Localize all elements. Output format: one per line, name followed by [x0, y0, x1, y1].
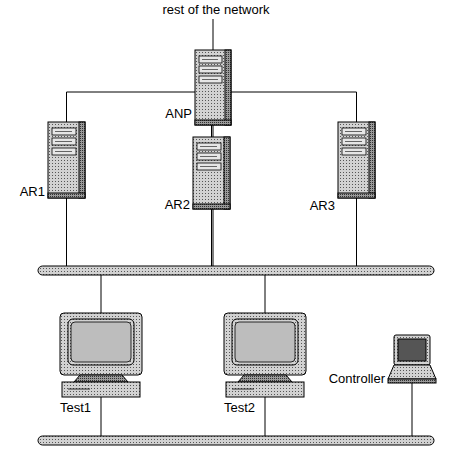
controller-laptop: Controller: [388, 335, 436, 385]
bus-drop-line: [412, 383, 413, 436]
bus-drop-line: [101, 275, 102, 313]
network-label: rest of the network: [3, 2, 429, 17]
network-label-text: rest of the network: [163, 2, 270, 17]
device-label: Controller: [329, 371, 385, 386]
bus-drop-line: [211, 209, 212, 266]
bus-drop-line: [265, 275, 266, 313]
network-link: [231, 92, 357, 122]
network-bus: [38, 436, 434, 445]
device-name: AR2: [165, 197, 190, 212]
device-label: AR2: [165, 197, 190, 212]
bus-drop-line: [213, 19, 214, 50]
monitor-icon: [60, 313, 142, 397]
device-name: Test2: [224, 400, 255, 415]
server-icon: [193, 137, 230, 209]
router-server: AR3: [338, 122, 375, 198]
device-name: AR1: [20, 184, 45, 199]
device-label: Test2: [224, 400, 255, 415]
bus-drop-line: [356, 198, 357, 266]
device-name: ANP: [165, 106, 192, 121]
device-label: AR1: [20, 184, 45, 199]
device-name: Test1: [60, 400, 91, 415]
router-server: AR2: [193, 137, 230, 209]
server-icon: [195, 50, 231, 125]
network-bus: [38, 266, 434, 275]
network-link: [211, 125, 212, 137]
device-name: AR3: [310, 198, 335, 213]
test-workstation: Test2: [224, 313, 306, 397]
bus-drop-line: [265, 397, 266, 436]
server-icon: [338, 122, 375, 198]
bus-drop-line: [66, 198, 67, 266]
monitor-icon: [224, 313, 306, 397]
laptop-icon: [388, 335, 436, 383]
network-link: [67, 92, 196, 122]
device-label: AR3: [310, 198, 335, 213]
bus-drop-line: [101, 397, 102, 436]
server-icon: [48, 122, 85, 198]
router-server: AR1: [48, 122, 85, 198]
device-label: Test1: [60, 400, 91, 415]
device-name: Controller: [329, 371, 385, 386]
device-label: ANP: [165, 106, 192, 121]
router-server: ANP: [195, 50, 231, 125]
test-workstation: Test1: [60, 313, 142, 397]
